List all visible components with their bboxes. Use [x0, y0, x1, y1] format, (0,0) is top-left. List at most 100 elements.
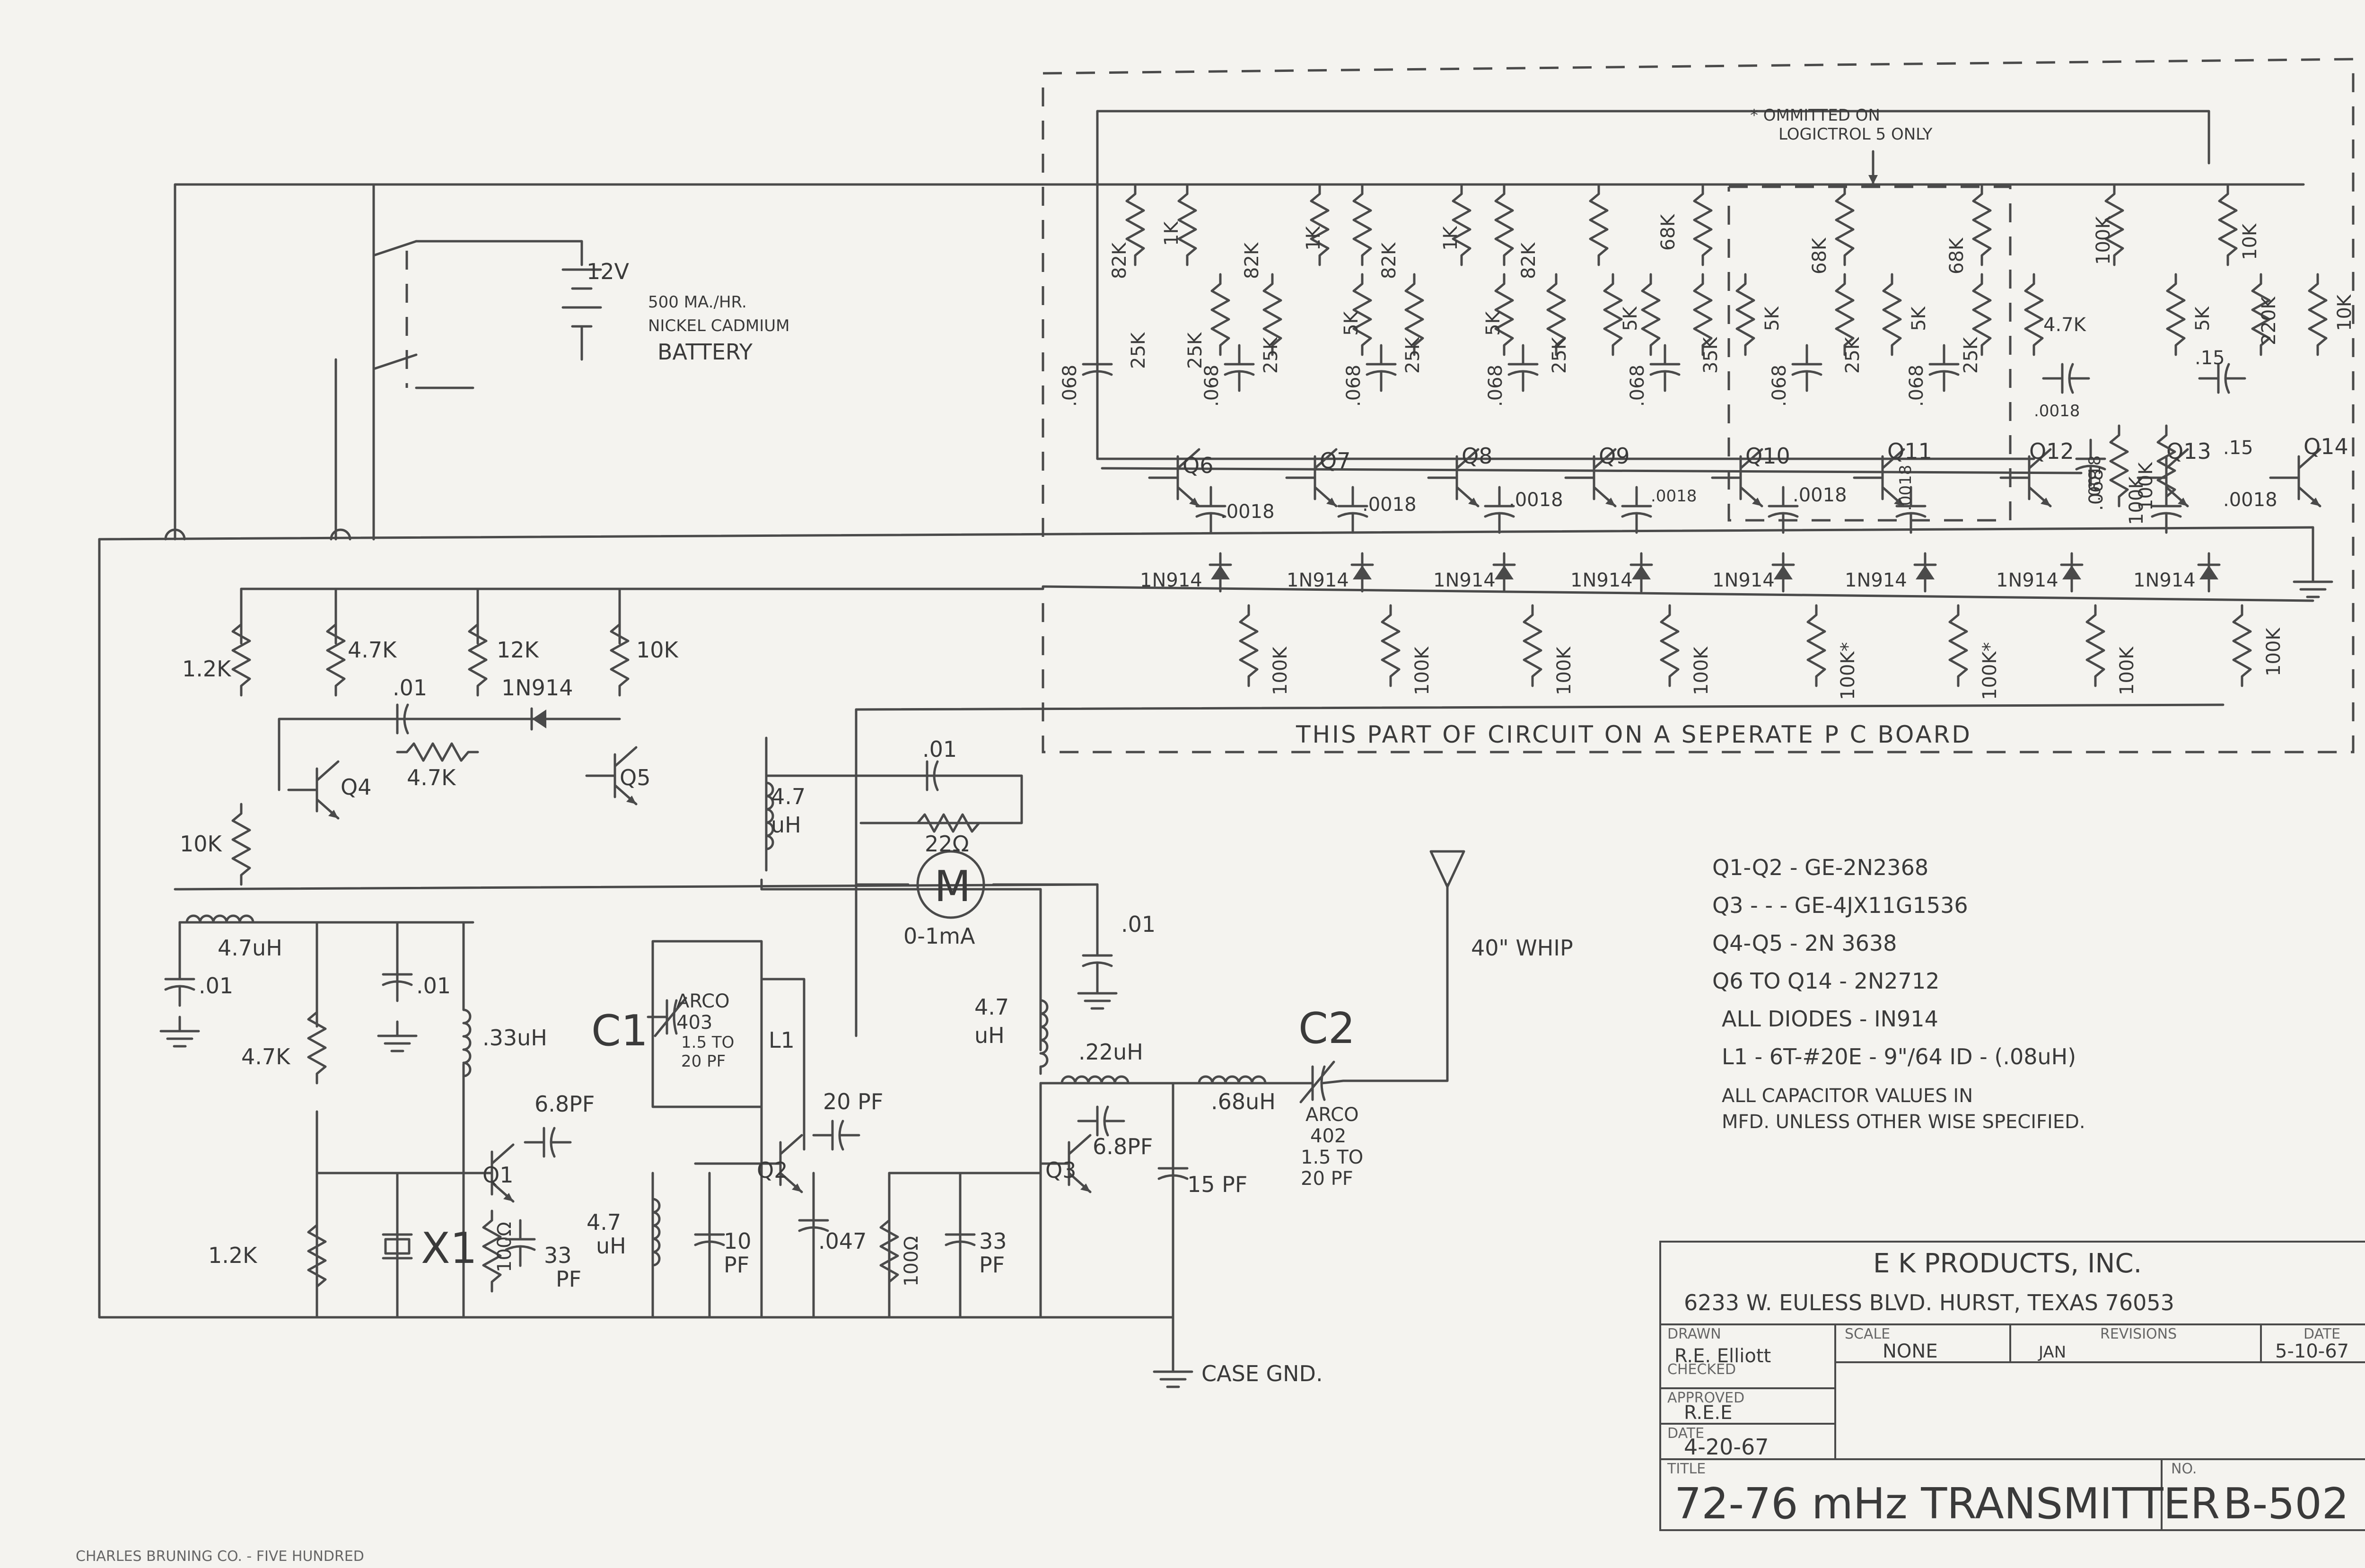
q14-label: Q14 — [2304, 434, 2348, 459]
c-15pf-label: 15 PF — [1187, 1172, 1247, 1197]
rt-label: 25K — [1549, 336, 1570, 374]
l-47-b-unit: uH — [596, 1233, 626, 1259]
meter-range: 0-1mA — [903, 923, 975, 949]
number-label: NO. — [2171, 1461, 2197, 1477]
rt-label: 25K — [1842, 336, 1864, 374]
r-12k-top-label: 1.2K — [182, 656, 232, 682]
c2-part: ARCO — [1305, 1104, 1359, 1126]
c-10pf-unit: PF — [724, 1252, 749, 1278]
rb-label: 100K — [2263, 627, 2285, 676]
parts-list-line: Q6 TO Q14 - 2N2712 — [1712, 968, 1939, 994]
q10-label: Q10 — [1745, 443, 1790, 469]
c-047-label: .047 — [818, 1228, 867, 1254]
rt-label: 25K — [1402, 336, 1424, 374]
l-q5-unit: uH — [771, 812, 801, 838]
date-label: DATE — [1667, 1425, 1704, 1442]
q2-label: Q2 — [757, 1157, 788, 1183]
l-47-c-label: 4.7 — [974, 994, 1009, 1020]
c-01-c-label: .01 — [1121, 911, 1156, 937]
company-address: 6233 W. EULESS BLVD. HURST, TEXAS 76053 — [1684, 1290, 2174, 1315]
rt-label: 5K — [1620, 306, 1641, 331]
antenna-label: 40" WHIP — [1471, 935, 1573, 961]
r-12k-bot-label: 1.2K — [208, 1243, 258, 1268]
meter-shunt-label: 22Ω — [925, 831, 969, 857]
rt-label: 10K — [2334, 294, 2356, 331]
driver-section: 1.2K 4.7K 12K 10K .01 1N914 Q4 4.7K Q5 1… — [180, 615, 806, 885]
c0018-label: .0018 — [1509, 489, 1563, 511]
rt-label: 100K — [2093, 216, 2114, 265]
rt-label: 4.7K — [2043, 314, 2087, 336]
r-100-b-label: 100Ω — [901, 1236, 922, 1287]
drawing-title: 72-76 mHz TRANSMITTER — [1674, 1479, 2220, 1529]
title-label: TITLE — [1667, 1461, 1706, 1477]
rt-label: 1K — [1161, 221, 1182, 246]
c1-label: C1 — [591, 1006, 648, 1056]
c-33pf-a-unit: PF — [556, 1266, 581, 1292]
c2-label: C2 — [1298, 1004, 1355, 1053]
r100k-q13-label: 100K — [2126, 476, 2147, 525]
c068-label: .068 — [1627, 365, 1648, 407]
diode-label: 1N914 — [1433, 569, 1496, 591]
parts-list-line: L1 - 6T-#20E - 9"/64 ID - (.08uH) — [1722, 1044, 2076, 1069]
c0018-label: .0018 — [1362, 494, 1417, 516]
rb-label: 100K* — [1837, 642, 1859, 700]
pc-board-outline — [1042, 58, 2355, 753]
c2-range1: 1.5 TO — [1301, 1147, 1363, 1168]
c0018-label: .0018 — [1220, 501, 1275, 523]
rt-label: 82K — [1518, 242, 1540, 279]
c068-label: .068 — [1059, 365, 1081, 407]
parts-list-line: ALL CAPACITOR VALUES IN — [1722, 1085, 1973, 1107]
meter-cap-label: .01 — [922, 736, 957, 762]
l-47-c-unit: uH — [974, 1023, 1005, 1048]
q6-label: Q6 — [1182, 453, 1213, 478]
c0018-label: .0018 — [2223, 489, 2277, 511]
rt-label: 68K — [1657, 213, 1679, 251]
r100k-q12-label: 100K — [2135, 462, 2157, 511]
q7-label: Q7 — [1320, 448, 1350, 473]
c068-label: .068 — [1201, 365, 1223, 407]
diode-label: 1N914 — [1140, 569, 1202, 591]
parts-list-line: Q3 - - - GE-4JX11G1536 — [1712, 893, 1968, 918]
r-12k-label: 12K — [497, 637, 540, 663]
rt-label: 25K — [1960, 336, 1982, 374]
c-01-a-label: .01 — [199, 973, 233, 999]
parts-list-line: ALL DIODES - IN914 — [1722, 1006, 1938, 1032]
rt-label: 5K — [1340, 311, 1362, 336]
parts-list-line: MFD. UNLESS OTHER WISE SPECIFIED. — [1722, 1111, 2085, 1133]
rt-label: 1K — [1303, 226, 1324, 251]
case-gnd-label: CASE GND. — [1201, 1361, 1323, 1386]
parts-list: Q1-Q2 - GE-2N2368 Q3 - - - GE-4JX11G1536… — [1712, 855, 2085, 1133]
battery-desc2: NICKEL CADMIUM — [648, 316, 790, 335]
c0018-label: .0018 — [1651, 487, 1697, 506]
rt-label: 35K — [1700, 336, 1722, 374]
q1-label: Q1 — [482, 1162, 513, 1188]
c-10pf-label: 10 — [724, 1228, 752, 1254]
rt-label: 25K — [1260, 336, 1282, 374]
battery-desc1: 500 MA./HR. — [648, 293, 747, 312]
parts-list-line: Q1-Q2 - GE-2N2368 — [1712, 855, 1928, 880]
c15-a-label: .15 — [2195, 347, 2225, 369]
c0018-label: .0018 — [2085, 456, 2104, 501]
pc-board-note: THIS PART OF CIRCUIT ON A SEPERATE P C B… — [1296, 721, 1972, 748]
r-47k-a-label: 4.7K — [348, 637, 397, 663]
diode-label: 1N914 — [1845, 569, 1907, 591]
meter: M 0-1mA .01 22Ω .01 — [855, 736, 1156, 1008]
c2-num: 402 — [1310, 1125, 1346, 1147]
q12-label: Q12 — [2029, 438, 2074, 464]
rf-section: 4.7uH .01 4.7K .01 .33uH C1 ARCO 403 1.5… — [161, 916, 1363, 1387]
rev-date-value: 5-10-67 — [2275, 1340, 2349, 1362]
rt-label: 5K — [1908, 306, 1930, 331]
pc-board: Q6 Q7 Q8 Q9 Q10 Q11 Q12 Q13 Q14 82K — [1059, 150, 2356, 700]
checked-label: CHECKED — [1667, 1361, 1736, 1378]
pc-board-resistors-bottom — [1240, 605, 2251, 686]
scale-label: SCALE — [1845, 1326, 1890, 1342]
rt-label: 5K — [2192, 306, 2214, 331]
rt-label: 68K — [1946, 237, 1968, 274]
q8-label: Q8 — [1462, 443, 1492, 469]
approved-label: APPROVED — [1667, 1390, 1744, 1406]
battery-voltage: 12V — [587, 259, 630, 284]
c-20pf-label: 20 PF — [823, 1089, 883, 1114]
c15-b-label: .15 — [2223, 437, 2253, 459]
c068-label: .068 — [1485, 365, 1507, 407]
